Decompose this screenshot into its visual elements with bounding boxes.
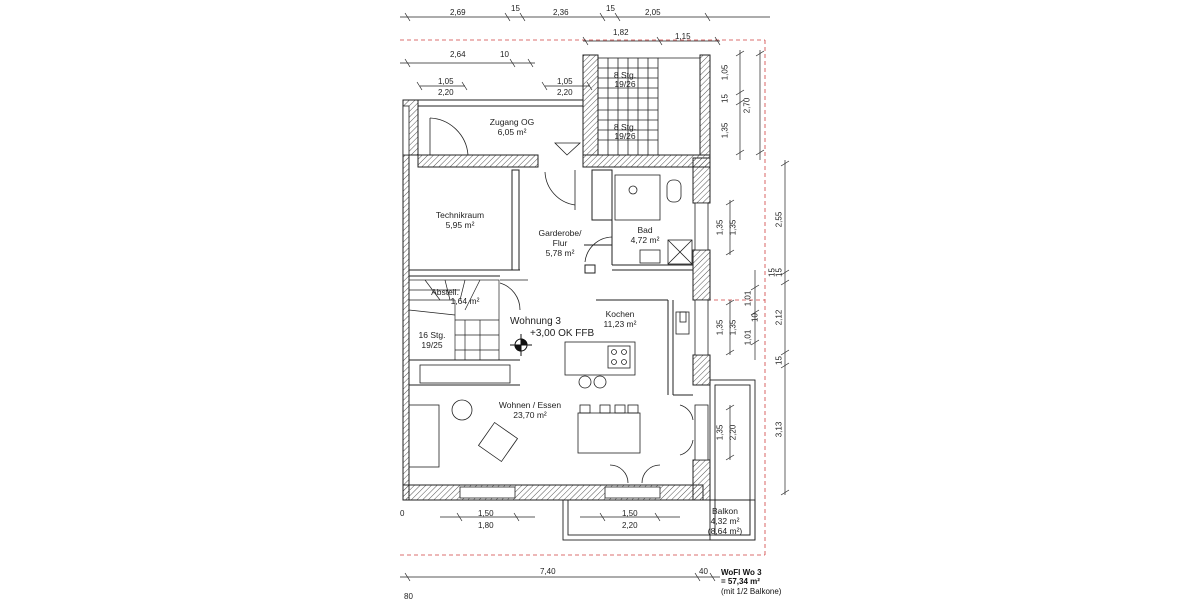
stair-lower-ratio: 19/25 (421, 340, 443, 350)
dim-second-1: 1,82 (613, 28, 629, 37)
dim-top-2: 15 (511, 4, 520, 13)
room-garderobe-name2: Flur (552, 238, 568, 248)
dim-top-4: 15 (606, 4, 615, 13)
dim-right-9: 1,01 (743, 329, 753, 346)
stair-lower-steps: 16 Stg. (418, 330, 446, 340)
dim-second-2: 1,15 (675, 32, 691, 41)
dim-right-11: 2,20 (728, 424, 738, 441)
room-technik-name: Technikraum (435, 210, 485, 220)
room-garderobe-name: Garderobe/ (538, 228, 582, 238)
dim-outer-3: 15 (774, 268, 784, 277)
property-outline (400, 39, 766, 556)
summary-title: WoFl Wo 3 (721, 568, 762, 577)
dim-right-2: 15 (720, 94, 730, 103)
dim-outer-1: 2,70 (742, 97, 752, 114)
balcony (562, 379, 756, 541)
room-kochen-name: Kochen (605, 309, 635, 319)
stair-upper (554, 57, 700, 156)
dim-fourth-a1: 1,05 (438, 77, 454, 86)
dim-top-5: 2,05 (645, 8, 661, 17)
dim-bottom-w1b: 1,80 (478, 521, 494, 530)
room-balkon-area: 4,32 m² (710, 516, 740, 526)
dim-bottom-w2: 1,50 (622, 509, 638, 518)
dim-outer-5: 15 (774, 356, 784, 365)
dim-top-3: 2,36 (553, 8, 569, 17)
dim-bottom-w1: 1,50 (478, 509, 494, 518)
dim-top-1: 2,69 (450, 8, 466, 17)
dim-fourth-b1: 1,05 (557, 77, 573, 86)
dim-outer-6: 3,13 (774, 421, 784, 438)
room-bad-name: Bad (637, 225, 653, 235)
dim-right-3: 1,35 (720, 122, 730, 139)
dim-fourth-b2: 2,20 (557, 88, 573, 97)
stair-lower (408, 279, 500, 361)
room-abstell-area: 1,64 m² (450, 296, 480, 306)
dim-bottom-left-cut2: 0 (400, 509, 405, 518)
dim-right-13: 1,35 (728, 319, 738, 336)
stair-upper-a-ratio: 19/26 (614, 79, 636, 89)
room-balkon-area2: (8,64 m²) (707, 526, 743, 536)
stair-upper-a-steps: 8 Stg. (613, 70, 637, 80)
dim-bottom-left-cut: 80 (404, 592, 413, 601)
interior-walls (409, 105, 693, 396)
summary-value: = 57,34 m² (721, 577, 760, 586)
windows (402, 105, 709, 499)
walls (402, 54, 711, 501)
room-bad-area: 4,72 m² (630, 235, 660, 245)
room-zugang-name: Zugang OG (489, 117, 535, 127)
level-marker-icon (510, 334, 532, 356)
dim-outer-2: 2,55 (774, 211, 784, 228)
apartment-level: +3,00 OK FFB (530, 328, 595, 339)
room-balkon-name: Balkon (712, 506, 738, 516)
stair-upper-b-steps: 8 Stg. (613, 122, 637, 132)
doors (429, 117, 694, 484)
dim-right-4: 1,35 (715, 219, 725, 236)
room-wohnen-area: 23,70 m² (513, 410, 547, 420)
dim-third-1: 2,64 (450, 50, 466, 59)
dim-outer-4: 2,12 (774, 309, 784, 326)
room-abstell-name: Abstell. (431, 287, 459, 297)
kitchen-fixtures (564, 311, 690, 389)
dim-third-2: 10 (500, 50, 509, 59)
stair-upper-b-ratio: 19/26 (614, 131, 636, 141)
living-fixtures (408, 364, 641, 468)
dim-bottom-total: 7,40 (540, 567, 556, 576)
room-garderobe-area: 5,78 m² (545, 248, 575, 258)
bathroom-fixtures (614, 174, 693, 265)
dimension-lines-right (725, 50, 790, 496)
dim-bottom-t2: 40 (699, 567, 708, 576)
summary-note: (mit 1/2 Balkone) (721, 587, 782, 596)
dim-right-5: 1,35 (728, 219, 738, 236)
dimension-lines-bottom (400, 512, 720, 582)
room-kochen-area: 11,23 m² (603, 319, 637, 329)
room-technik-area: 5,95 m² (445, 220, 475, 230)
dim-fourth-a2: 2,20 (438, 88, 454, 97)
room-wohnen-name: Wohnen / Essen (498, 400, 562, 410)
apartment-name: Wohnung 3 (510, 316, 561, 327)
dim-bottom-w2b: 2,20 (622, 521, 638, 530)
dim-right-10: 1,35 (715, 319, 725, 336)
room-zugang-area: 6,05 m² (497, 127, 527, 137)
dim-right-12: 1,35 (715, 424, 725, 441)
